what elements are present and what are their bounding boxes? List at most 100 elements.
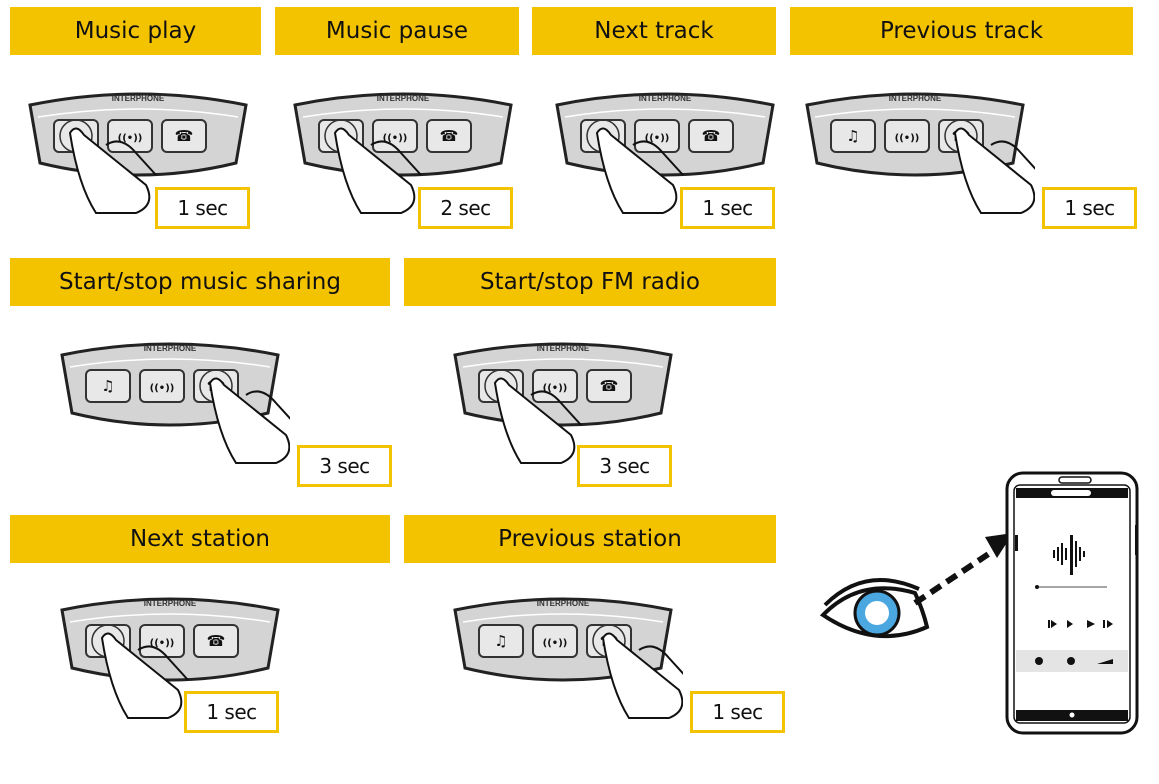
brand-logo: INTERPHONE — [639, 94, 692, 103]
hand-icon — [592, 624, 690, 719]
svg-text:☎: ☎ — [175, 127, 194, 145]
eye-icon — [819, 578, 930, 639]
svg-text:☎: ☎ — [440, 127, 459, 145]
intercom-icon: ((•)) — [884, 119, 930, 153]
music-note-icon: ♫ — [85, 369, 131, 403]
header-music-sharing: Start/stop music sharing — [10, 258, 390, 306]
brand-logo: INTERPHONE — [112, 94, 165, 103]
smartphone-icon — [1005, 471, 1139, 735]
header-fm-radio: Start/stop FM radio — [404, 258, 776, 306]
intercom-device-svg: INTERPHONE♫((•))☎ — [60, 342, 297, 464]
duration-label: 2 sec — [440, 196, 491, 220]
phone-icon: ☎ — [161, 119, 207, 153]
svg-text:☎: ☎ — [600, 377, 619, 395]
brand-logo: INTERPHONE — [144, 599, 197, 608]
intercom-device: INTERPHONE♫((•))☎ — [283, 75, 523, 215]
svg-text:((•)): ((•)) — [150, 383, 175, 394]
arrow-icon — [913, 533, 1013, 606]
intercom-icon: ((•)) — [139, 369, 185, 403]
intercom-device-svg: INTERPHONE♫((•))☎ — [805, 92, 1042, 214]
header-label: Previous track — [879, 18, 1044, 44]
duration-badge: 1 sec — [690, 691, 785, 733]
intercom-icon: ((•)) — [107, 119, 153, 153]
music-note-icon: ♫ — [830, 119, 876, 153]
hand-icon — [484, 369, 582, 464]
header-label: Music pause — [325, 18, 469, 44]
intercom-device: INTERPHONE♫((•))☎ — [795, 75, 1042, 215]
hand-icon — [91, 624, 189, 719]
intercom-device-svg: INTERPHONE♫((•))☎ — [555, 92, 775, 214]
svg-text:((•)): ((•)) — [383, 133, 408, 144]
duration-label: 1 sec — [177, 196, 228, 220]
intercom-device: INTERPHONE♫((•))☎ — [443, 580, 690, 720]
intercom-device: INTERPHONE♫((•))☎ — [50, 580, 290, 720]
intercom-device-svg: INTERPHONE♫((•))☎ — [293, 92, 513, 214]
header-label: Music play — [74, 18, 197, 44]
intercom-device-svg: INTERPHONE♫((•))☎ — [28, 92, 248, 214]
svg-text:((•)): ((•)) — [895, 133, 920, 144]
phone-icon: ☎ — [193, 624, 239, 658]
header-label: Start/stop music sharing — [59, 269, 341, 295]
intercom-device-svg: INTERPHONE♫((•))☎ — [453, 597, 690, 719]
svg-text:♫: ♫ — [846, 127, 859, 145]
hand-icon — [324, 119, 422, 214]
intercom-device: INTERPHONE♫((•))☎ — [545, 75, 785, 215]
header-next-track: Next track — [532, 7, 776, 55]
header-label: Previous station — [498, 526, 682, 552]
duration-badge: 3 sec — [577, 445, 672, 487]
intercom-icon: ((•)) — [372, 119, 418, 153]
hand-icon — [586, 119, 684, 214]
eye-phone-svg — [819, 471, 1139, 735]
header-label: Next track — [594, 18, 714, 44]
brand-logo: INTERPHONE — [377, 94, 430, 103]
brand-logo: INTERPHONE — [144, 344, 197, 353]
svg-text:♫: ♫ — [494, 632, 507, 650]
duration-label: 1 sec — [712, 700, 763, 724]
duration-label: 1 sec — [1064, 196, 1115, 220]
intercom-icon: ((•)) — [139, 624, 185, 658]
intercom-icon: ((•)) — [634, 119, 680, 153]
phone-icon: ☎ — [688, 119, 734, 153]
duration-label: 3 sec — [319, 454, 370, 478]
intercom-icon: ((•)) — [532, 624, 578, 658]
music-note-icon: ♫ — [478, 624, 524, 658]
svg-text:((•)): ((•)) — [543, 638, 568, 649]
intercom-icon: ((•)) — [532, 369, 578, 403]
hand-icon — [59, 119, 157, 214]
hand-icon — [199, 369, 297, 464]
phone-icon: ☎ — [426, 119, 472, 153]
duration-badge: 1 sec — [184, 691, 279, 733]
duration-badge: 3 sec — [297, 445, 392, 487]
header-music-pause: Music pause — [275, 7, 519, 55]
hand-icon — [944, 119, 1042, 214]
header-previous-station: Previous station — [404, 515, 776, 563]
header-label: Next station — [129, 526, 271, 552]
svg-text:((•)): ((•)) — [118, 133, 143, 144]
phone-icon: ☎ — [586, 369, 632, 403]
svg-text:♫: ♫ — [101, 377, 114, 395]
duration-badge: 1 sec — [1042, 187, 1137, 229]
header-music-play: Music play — [10, 7, 261, 55]
intercom-device: INTERPHONE♫((•))☎ — [50, 325, 297, 465]
brand-logo: INTERPHONE — [537, 599, 590, 608]
duration-badge: 2 sec — [418, 187, 513, 229]
duration-badge: 1 sec — [155, 187, 250, 229]
header-previous-track: Previous track — [790, 7, 1133, 55]
intercom-device-svg: INTERPHONE♫((•))☎ — [453, 342, 673, 464]
svg-text:☎: ☎ — [207, 632, 226, 650]
svg-text:((•)): ((•)) — [150, 638, 175, 649]
duration-badge: 1 sec — [680, 187, 775, 229]
duration-label: 3 sec — [599, 454, 650, 478]
eye-phone-illustration — [815, 465, 1145, 740]
duration-label: 1 sec — [206, 700, 257, 724]
intercom-device: INTERPHONE♫((•))☎ — [18, 75, 258, 215]
brand-logo: INTERPHONE — [537, 344, 590, 353]
header-label: Start/stop FM radio — [480, 269, 700, 295]
intercom-device-svg: INTERPHONE♫((•))☎ — [60, 597, 280, 719]
svg-text:((•)): ((•)) — [645, 133, 670, 144]
svg-text:((•)): ((•)) — [543, 383, 568, 394]
intercom-device: INTERPHONE♫((•))☎ — [443, 325, 683, 465]
header-next-station: Next station — [10, 515, 390, 563]
svg-text:☎: ☎ — [702, 127, 721, 145]
duration-label: 1 sec — [702, 196, 753, 220]
